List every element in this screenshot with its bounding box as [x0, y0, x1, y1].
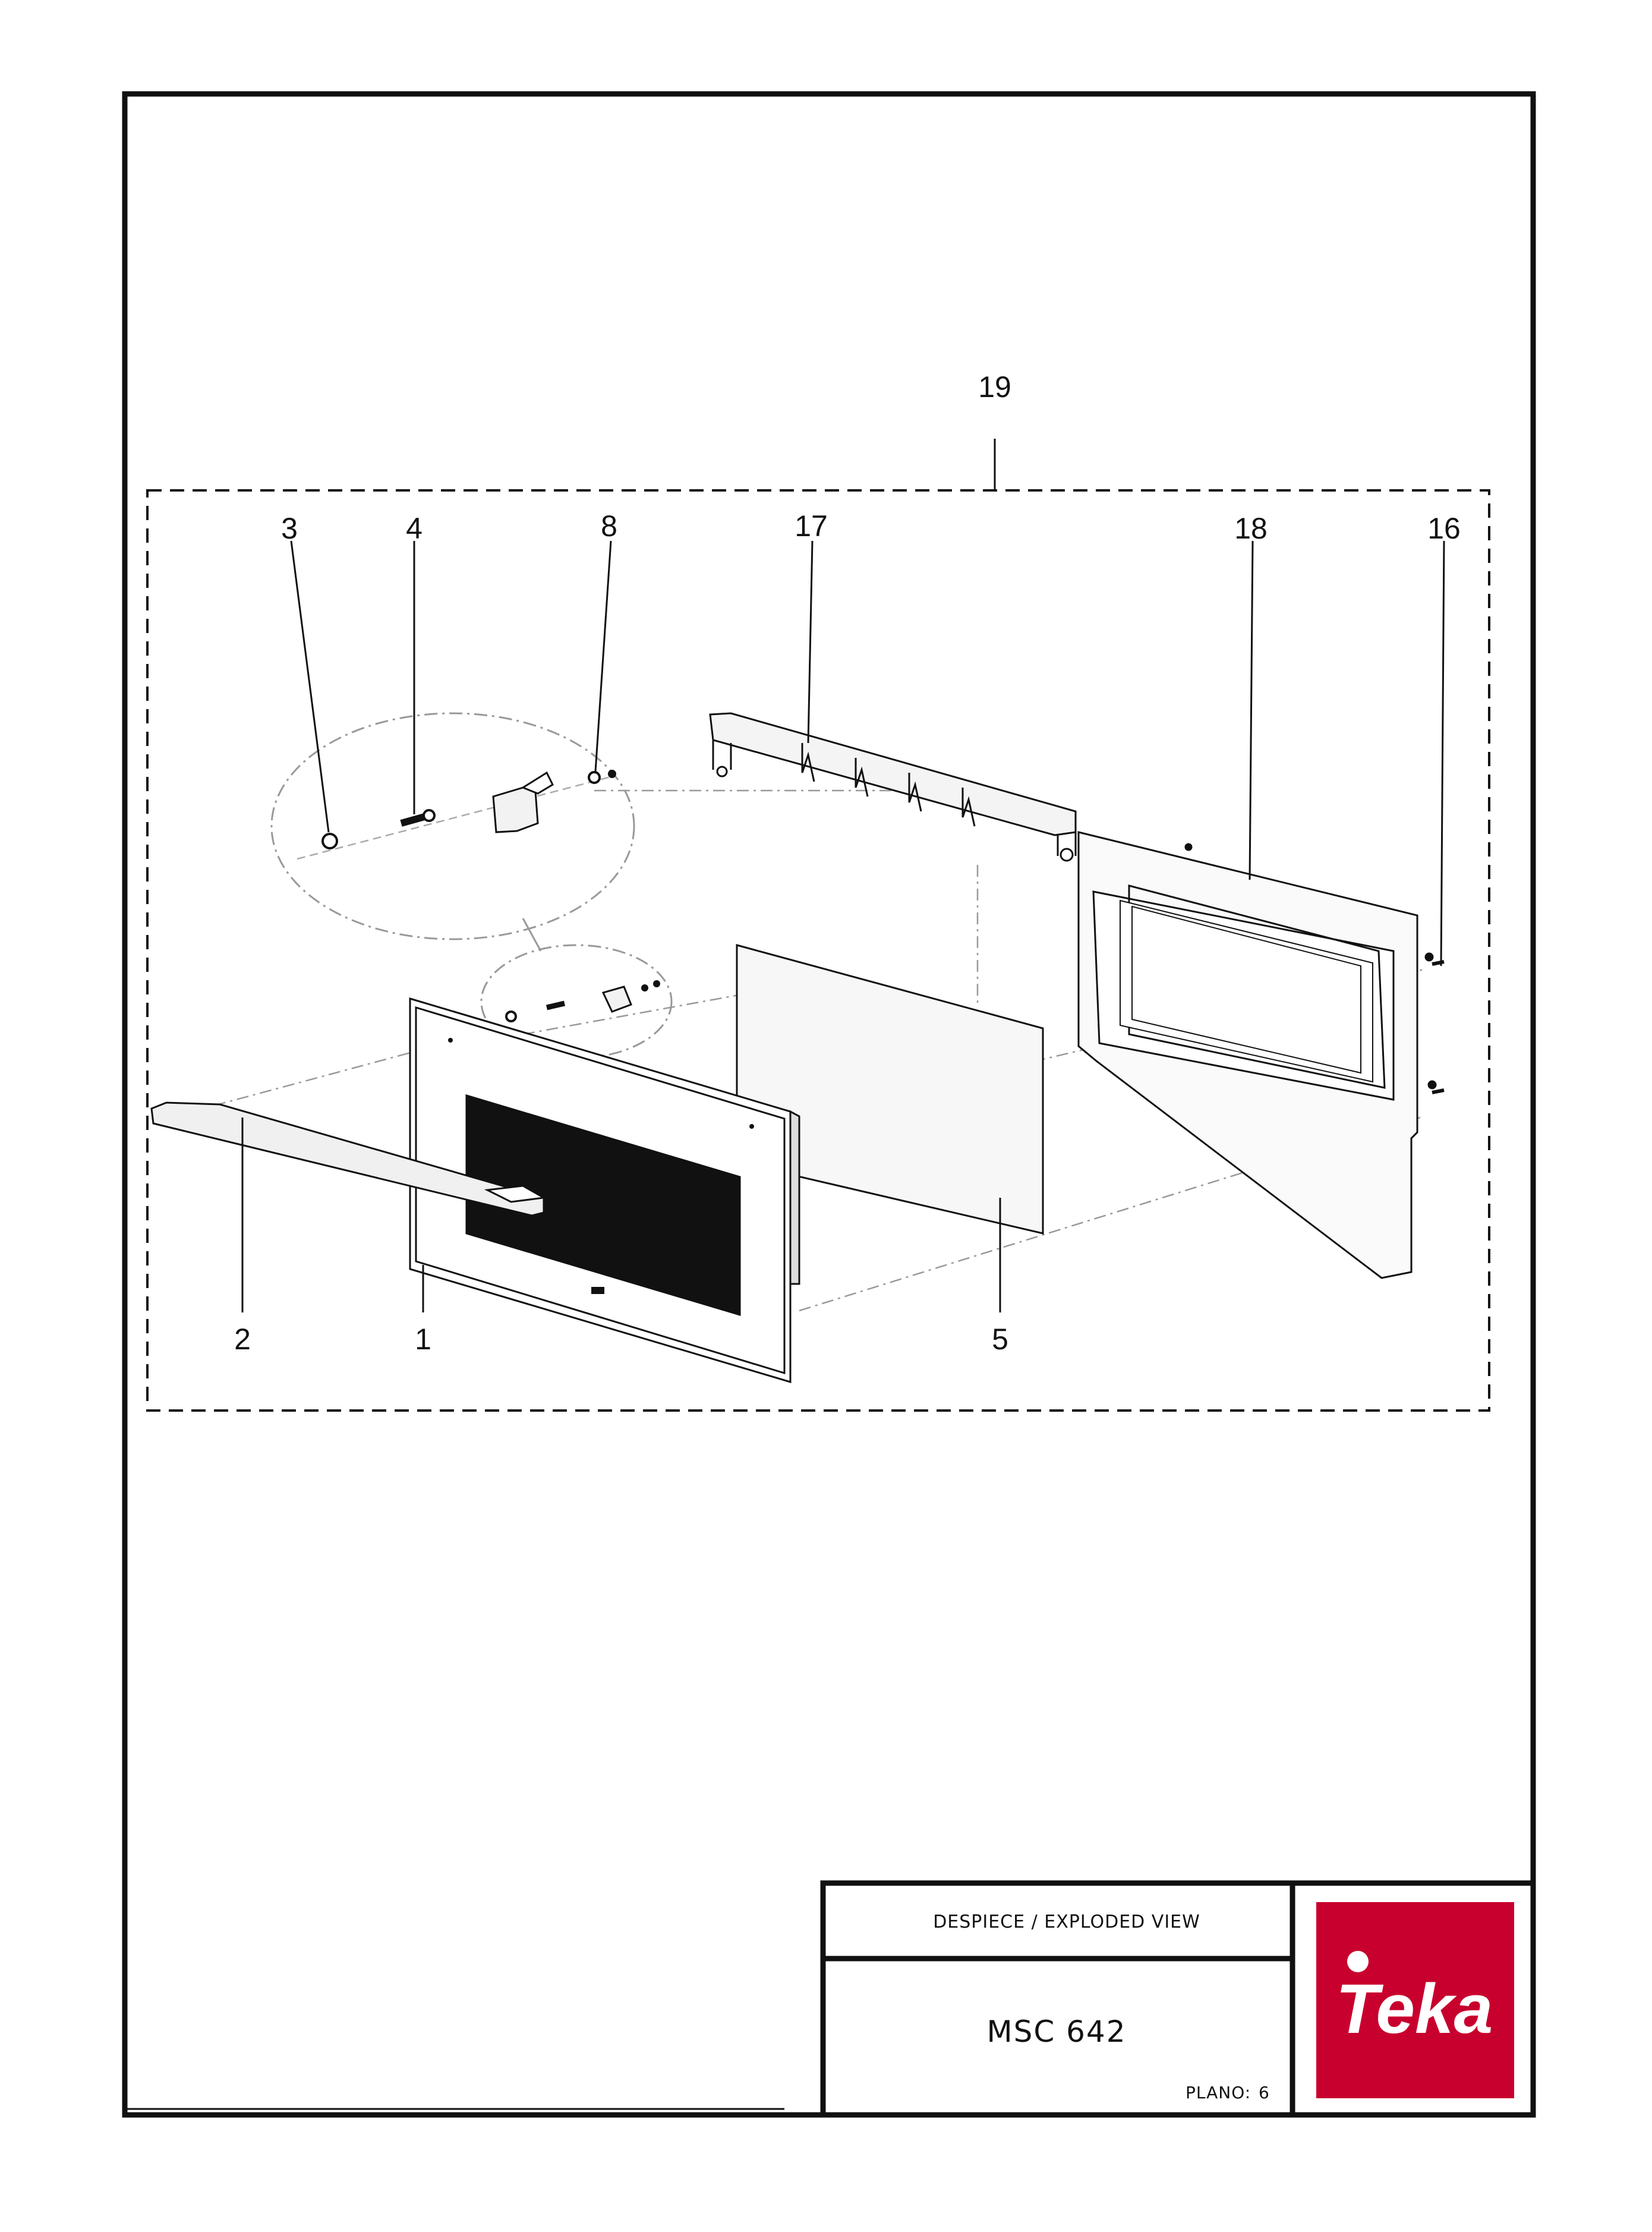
callout-8: 8 — [601, 509, 617, 543]
callout-17: 17 — [795, 509, 828, 543]
handle-bar-part-2 — [150, 1101, 547, 1217]
callout-1: 1 — [415, 1323, 431, 1356]
detail-link — [522, 918, 542, 952]
leader-lines — [241, 540, 1445, 1312]
screw-part-16 — [1432, 960, 1445, 1094]
title-block-heading: DESPIECE / EXPLODED VIEW — [933, 1912, 1200, 1932]
callout-3: 3 — [281, 512, 298, 545]
detail-ellipse-top — [270, 712, 635, 940]
detail-top-parts — [297, 770, 616, 860]
glass-pane-part-5 — [736, 944, 1044, 1235]
top-trim-part-17 — [709, 712, 1077, 862]
teka-logo: Teka — [1316, 1902, 1514, 2098]
door-logo-mark — [591, 1287, 604, 1294]
callout-4: 4 — [406, 512, 423, 545]
callout-16: 16 — [1427, 512, 1461, 545]
callout-2: 2 — [234, 1323, 251, 1356]
callout-5: 5 — [992, 1323, 1008, 1356]
callout-18: 18 — [1234, 512, 1268, 545]
washer-part-8 — [588, 771, 601, 784]
model-number: MSC 642 — [986, 2014, 1126, 2049]
detail-middle-parts — [505, 980, 660, 1022]
screw-part-4 — [400, 809, 436, 827]
plano-number: 6 — [1259, 2083, 1270, 2102]
callout-19: 19 — [978, 370, 1011, 404]
teka-logo-text: Teka — [1336, 1970, 1493, 2048]
detail-ellipse-middle — [480, 944, 673, 1059]
door-frame-part-18 — [1077, 831, 1437, 1279]
nut-part-3 — [321, 833, 338, 849]
plano-label: PLANO: — [1186, 2083, 1251, 2102]
